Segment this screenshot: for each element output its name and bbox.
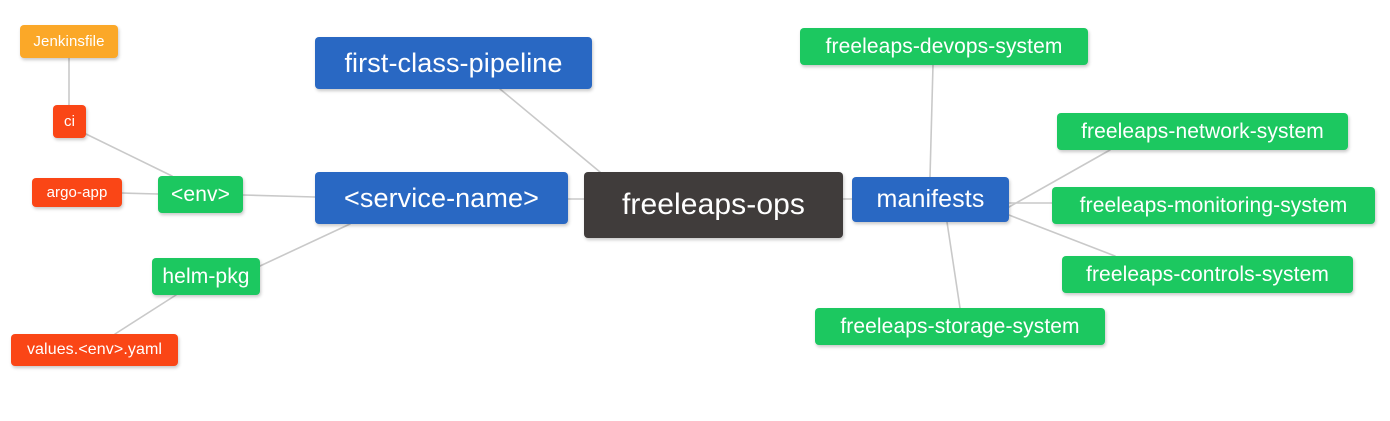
edge-service-name-to-helm-pkg: [259, 223, 351, 267]
edge-service-name-to-env: [242, 194, 316, 198]
edge-freeleaps-ops-to-first-class-pipeline: [499, 88, 601, 173]
node-freeleaps-storage-system[interactable]: freeleaps-storage-system: [815, 308, 1105, 345]
node-freeleaps-monitoring-system[interactable]: freeleaps-monitoring-system: [1052, 187, 1375, 224]
node-freeleaps-devops-system[interactable]: freeleaps-devops-system: [800, 28, 1088, 65]
node-label: <env>: [171, 183, 230, 206]
edge-env-to-ci: [85, 133, 173, 177]
node-env[interactable]: <env>: [158, 176, 243, 213]
node-label: freeleaps-ops: [621, 188, 806, 221]
node-label: <service-name>: [344, 182, 539, 213]
node-label: manifests: [876, 185, 985, 213]
node-first-class-pipeline[interactable]: first-class-pipeline: [315, 37, 592, 89]
node-label: values.<env>.yaml: [26, 341, 163, 358]
node-label: helm-pkg: [162, 265, 250, 288]
node-label: freeleaps-controls-system: [1086, 263, 1329, 286]
node-label: ci: [63, 113, 76, 130]
node-label: argo-app: [46, 184, 108, 201]
node-helm-pkg[interactable]: helm-pkg: [152, 258, 260, 295]
edge-manifests-to-freeleaps-devops-system: [929, 64, 934, 178]
node-freeleaps-controls-system[interactable]: freeleaps-controls-system: [1062, 256, 1353, 293]
edge-manifests-to-freeleaps-storage-system: [946, 221, 961, 309]
node-manifests[interactable]: manifests: [852, 177, 1009, 222]
node-label: freeleaps-storage-system: [840, 315, 1080, 338]
node-freeleaps-ops[interactable]: freeleaps-ops: [584, 172, 843, 238]
node-label: first-class-pipeline: [344, 47, 563, 78]
node-ci[interactable]: ci: [53, 105, 86, 138]
edge-env-to-argo-app: [121, 192, 159, 195]
node-label: Jenkinsfile: [33, 33, 105, 50]
node-values-yaml[interactable]: values.<env>.yaml: [11, 334, 178, 366]
node-label: freeleaps-network-system: [1081, 120, 1324, 143]
node-argo-app[interactable]: argo-app: [32, 178, 122, 207]
node-jenkinsfile[interactable]: Jenkinsfile: [20, 25, 118, 58]
node-service-name[interactable]: <service-name>: [315, 172, 568, 224]
node-label: freeleaps-monitoring-system: [1079, 194, 1348, 217]
node-freeleaps-network-system[interactable]: freeleaps-network-system: [1057, 113, 1348, 150]
edge-helm-pkg-to-values-yaml: [114, 294, 177, 335]
node-label: freeleaps-devops-system: [825, 35, 1063, 58]
